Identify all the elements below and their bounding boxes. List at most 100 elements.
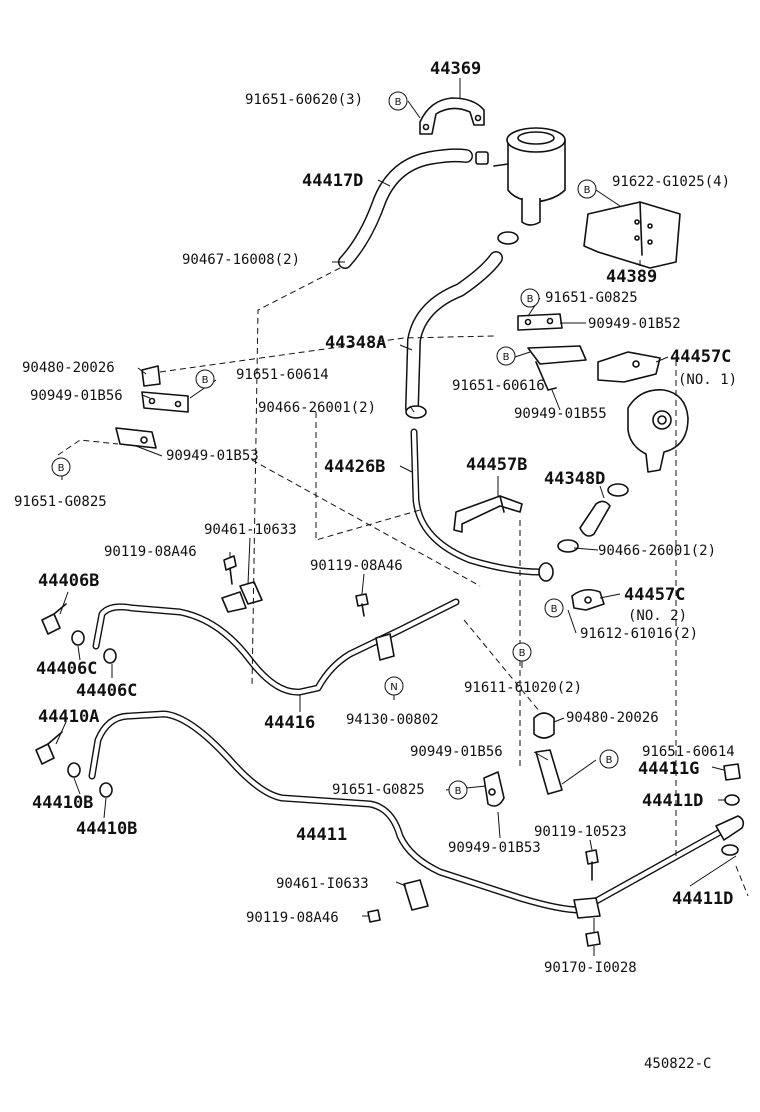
marker-b: B [599, 749, 619, 769]
label-44417D: 44417D [302, 171, 363, 191]
label-90461-10633-b: 90461-I0633 [276, 876, 369, 892]
marker-b: B [512, 642, 532, 662]
bracket-44389 [583, 201, 681, 269]
bolt-90119-08A46-a [223, 555, 237, 585]
bracket-44457B [453, 495, 523, 533]
label-91651-G0825-c: 91651-G0825 [332, 782, 425, 798]
fitting-44410A [35, 731, 63, 765]
clamp-bracket-44369 [419, 97, 485, 135]
marker-b: B [448, 780, 468, 800]
label-90466-26001-a: 90466-26001(2) [258, 400, 376, 416]
svg-text:B: B [606, 755, 613, 766]
label-91622-G1025: 91622-G1025(4) [612, 174, 730, 190]
bracket-44457C-no1 [597, 351, 661, 383]
hose-44426B [410, 428, 554, 582]
label-90119-08A46-b: 90119-08A46 [310, 558, 403, 574]
washer-44410B [67, 762, 113, 798]
hose-44348D [557, 483, 629, 553]
bracket-90949-01B56-a [141, 391, 189, 413]
fitting-44406B [41, 603, 67, 635]
svg-text:B: B [519, 648, 526, 659]
label-90466-26001-b: 90466-26001(2) [598, 543, 716, 559]
reservoir-tank [493, 127, 566, 226]
label-91651-60614-b: 91651-60614 [642, 744, 735, 760]
marker-b: B [195, 369, 215, 389]
label-90949-01B53-a: 90949-01B53 [166, 448, 259, 464]
label-44411: 44411 [296, 825, 347, 845]
washer-44411D [721, 794, 740, 856]
label-90119-08A46-a: 90119-08A46 [104, 544, 197, 560]
label-44457C-no1: 44457C [670, 347, 731, 367]
label-44369: 44369 [430, 59, 481, 79]
label-91651-G0825-a: 91651-G0825 [545, 290, 638, 306]
label-90480-20026-a: 90480-20026 [22, 360, 115, 376]
diagram-reference-code: 450822-C [644, 1056, 711, 1072]
label-90461-10633-a: 90461-10633 [204, 522, 297, 538]
label-91651-60616: 91651-60616 [452, 378, 545, 394]
svg-text:B: B [455, 786, 462, 797]
label-90119-08A46-c: 90119-08A46 [246, 910, 339, 926]
bracket-90949-01B56-b [535, 749, 563, 795]
label-44411G: 44411G [638, 759, 699, 779]
label-44426B: 44426B [324, 457, 385, 477]
label-44406B: 44406B [38, 571, 99, 591]
label-44389: 44389 [606, 267, 657, 287]
svg-text:B: B [202, 375, 209, 386]
label-44410B-b: 44410B [76, 819, 137, 839]
part-labels: 44369 91651-60620(3) 44417D 91622-G1025(… [14, 59, 737, 1072]
hose-44348A [405, 231, 519, 419]
label-44457C-no2: 44457C [624, 585, 685, 605]
bracket-90949-01B55 [527, 345, 587, 391]
marker-b: B [520, 288, 540, 308]
marker-n: N [384, 676, 404, 696]
clamp-90480-20026-b [533, 712, 555, 739]
label-90119-10523: 90119-10523 [534, 824, 627, 840]
label-90949-01B52: 90949-01B52 [588, 316, 681, 332]
label-44416: 44416 [264, 713, 315, 733]
bracket-44457C-no2 [571, 588, 605, 611]
label-44411D-a: 44411D [642, 791, 703, 811]
label-44348A: 44348A [325, 333, 386, 353]
dashed-guides [57, 267, 749, 897]
label-91651-60614-a: 91651-60614 [236, 367, 329, 383]
svg-text:B: B [395, 97, 402, 108]
svg-text:B: B [503, 352, 510, 363]
label-91651-G0825-b: 91651-G0825 [14, 494, 107, 510]
label-91651-60620: 91651-60620(3) [245, 92, 363, 108]
svg-text:B: B [58, 463, 65, 474]
bolt-90119-08A46-c [367, 909, 381, 923]
nut-90170-10028 [585, 931, 601, 947]
label-90949-01B53-b: 90949-01B53 [448, 840, 541, 856]
bolt-90119-10523 [585, 849, 599, 881]
marker-b: B [577, 179, 597, 199]
label-no2: (NO. 2) [628, 608, 687, 624]
label-44348D: 44348D [544, 469, 605, 489]
clamp-90461-10633-b [403, 879, 429, 911]
label-90467-16008: 90467-16008(2) [182, 252, 300, 268]
svg-text:B: B [584, 185, 591, 196]
label-91612-61016: 91612-61016(2) [580, 626, 698, 642]
label-44411D-b: 44411D [672, 889, 733, 909]
label-44406C-b: 44406C [76, 681, 137, 701]
label-44410A: 44410A [38, 707, 99, 727]
bolt-markers: B B B B B B B B N B B [51, 91, 619, 800]
marker-b: B [544, 598, 564, 618]
label-90949-01B55: 90949-01B55 [514, 406, 607, 422]
marker-b: B [388, 91, 408, 111]
washer-44406C [71, 630, 117, 664]
svg-text:B: B [551, 604, 558, 615]
power-steering-pump [627, 389, 689, 473]
marker-b: B [496, 346, 516, 366]
hose-44417D [338, 148, 489, 269]
label-90949-01B56-b: 90949-01B56 [410, 744, 503, 760]
bracket-90949-01B53-a [115, 427, 157, 449]
label-90170-10028: 90170-I0028 [544, 960, 637, 976]
bolt-44411G [723, 763, 741, 781]
bolt-90119-08A46-b [355, 593, 369, 617]
label-44406C-a: 44406C [36, 659, 97, 679]
marker-b: B [51, 457, 71, 477]
svg-text:N: N [390, 682, 397, 693]
clamp-90480-20026 [141, 365, 161, 387]
bracket-90949-01B52 [517, 313, 563, 331]
label-90480-20026-b: 90480-20026 [566, 710, 659, 726]
